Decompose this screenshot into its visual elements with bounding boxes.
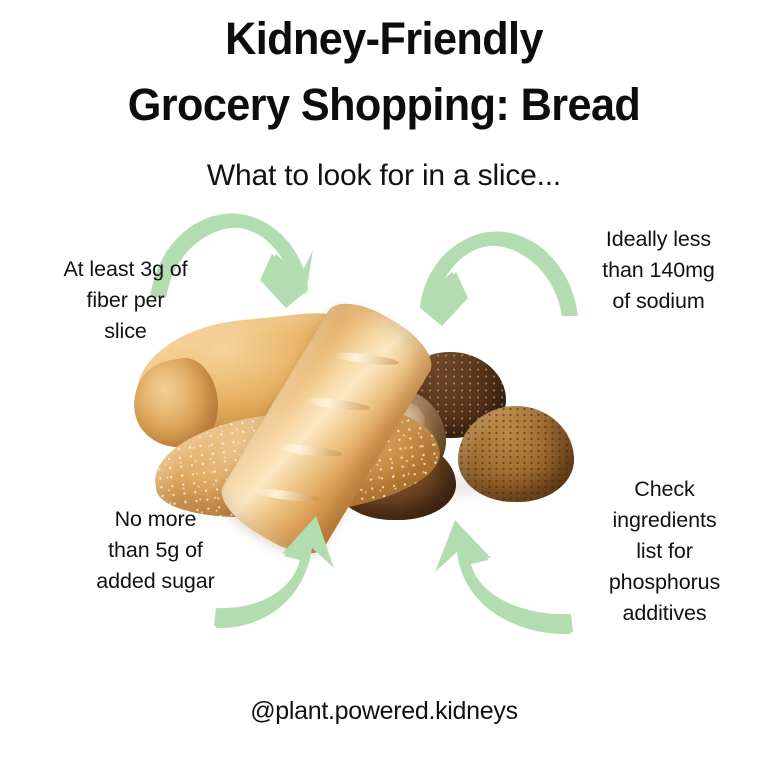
callout-sugar-line-1: No more bbox=[114, 507, 197, 531]
callout-sodium-line-2: than 140mg bbox=[602, 258, 715, 282]
callout-phosphorus-line-2: ingredients bbox=[612, 508, 717, 532]
callout-fiber-line-3: slice bbox=[104, 319, 147, 343]
curved-arrow-down-left-icon bbox=[420, 231, 578, 326]
page-title: Kidney-Friendly Grocery Shopping: Bread bbox=[0, 6, 768, 138]
assorted-bread-photo bbox=[126, 289, 574, 567]
page-subtitle: What to look for in a slice... bbox=[206, 159, 562, 192]
callout-phosphorus-line-1: Check bbox=[634, 477, 695, 501]
callout-fiber-line-2: fiber per bbox=[86, 288, 165, 312]
curved-arrow-down-right-icon bbox=[150, 213, 313, 308]
callout-phosphorus: Check ingredients list for phosphorus ad… bbox=[567, 474, 762, 629]
callout-phosphorus-line-3: list for bbox=[636, 539, 693, 563]
curved-arrow-up-right-icon bbox=[214, 516, 334, 629]
baguette-score bbox=[303, 395, 371, 413]
callout-sugar-line-3: added sugar bbox=[96, 569, 215, 593]
baguette-score bbox=[332, 350, 400, 368]
curved-arrow-up-left-icon bbox=[435, 520, 573, 635]
callout-phosphorus-line-5: additives bbox=[622, 601, 707, 625]
title-line-2: Grocery Shopping: Bread bbox=[127, 79, 641, 130]
callout-phosphorus-line-4: phosphorus bbox=[608, 570, 721, 594]
callout-sodium-line-1: Ideally less bbox=[605, 227, 712, 251]
baguette-score bbox=[275, 441, 343, 459]
title-line-1: Kidney-Friendly bbox=[225, 13, 543, 64]
callout-added-sugar: No more than 5g of added sugar bbox=[48, 504, 263, 597]
social-handle: @plant.powered.kidneys bbox=[250, 697, 518, 725]
callout-fiber: At least 3g of fiber per slice bbox=[18, 254, 233, 347]
seeded-brown-roll bbox=[458, 406, 574, 502]
roll-grain-texture bbox=[458, 406, 574, 502]
callout-sodium: Ideally less than 140mg of sodium bbox=[556, 224, 761, 317]
callout-fiber-line-1: At least 3g of bbox=[63, 257, 188, 281]
callout-sodium-line-3: of sodium bbox=[612, 289, 705, 313]
callout-sugar-line-2: than 5g of bbox=[108, 538, 203, 562]
baguette-score bbox=[253, 486, 320, 504]
